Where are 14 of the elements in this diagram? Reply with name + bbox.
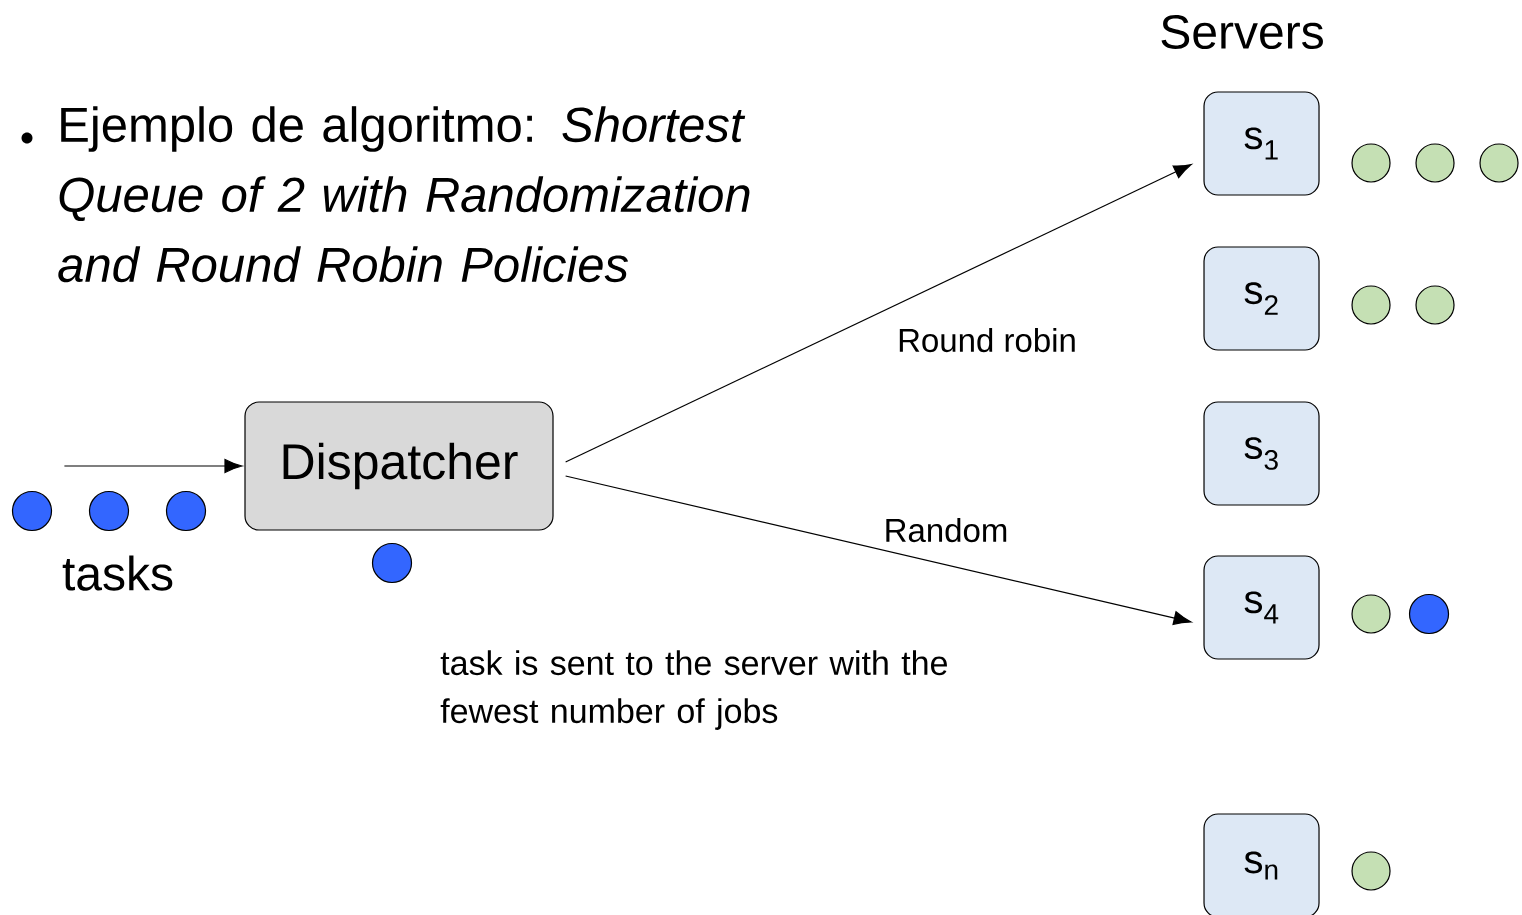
edge-label: Random	[881, 515, 1011, 545]
tasks-label: tasks	[62, 555, 173, 591]
dispatcher-box: Dispatcher	[244, 401, 554, 531]
server-box: s$_{4}$	[1203, 555, 1320, 660]
server-box: s$_{1}$	[1203, 91, 1320, 196]
arrow	[565, 475, 1192, 625]
server-box: s$_{3}$	[1203, 401, 1320, 506]
edge-label: Round robin	[895, 325, 1079, 355]
server-box: s$_{n}$	[1203, 813, 1320, 915]
server-box: s$_{2}$	[1203, 246, 1320, 351]
note: task is sent to the server with the fewest number of jobs	[440, 650, 947, 730]
arrow	[565, 163, 1192, 463]
arrow	[63, 458, 243, 474]
bullet-text: Ejemplo de algoritmo: Shortest Queue of 2 with Randomization and Round Robin Policies	[58, 106, 750, 283]
